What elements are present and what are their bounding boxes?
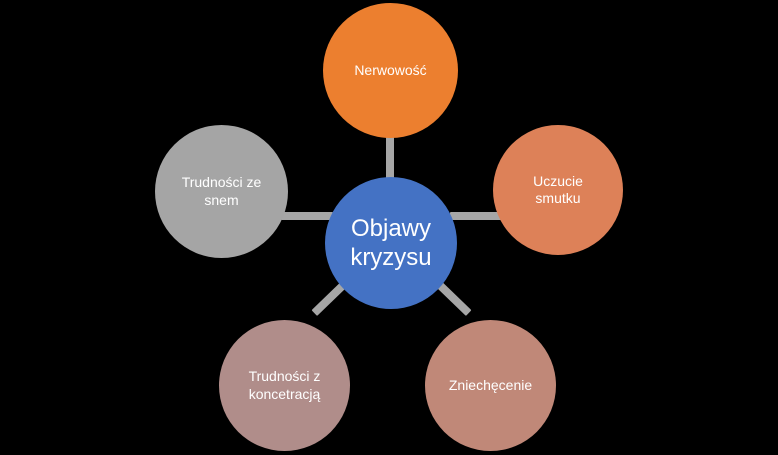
node-trudnosci-ze-snem-label: Trudności ze snem [181,174,262,208]
node-nerwowosc[interactable]: Nerwowość [323,3,458,138]
connector-center-to-trudnosci-ze-snem [281,212,333,220]
node-nerwowosc-label: Nerwowość [354,61,427,78]
node-trudnosci-ze-snem[interactable]: Trudności ze snem [155,125,288,258]
node-trudnosci-z-koncetracja-label: Trudności z koncetracją [248,368,321,402]
node-zniechecenie[interactable]: Zniechęcenie [425,320,556,451]
node-zniechecenie-label: Zniechęcenie [448,376,533,393]
node-objawy-kryzysu-label: Objawy kryzysu [350,214,432,271]
connector-center-to-nerwowosc [386,128,394,186]
node-trudnosci-z-koncetracja[interactable]: Trudności z koncetracją [219,320,350,451]
node-uczucie-smutku[interactable]: Uczucie smutku [493,125,623,255]
connector-center-to-uczucie-smutku [450,212,502,220]
node-objawy-kryzysu[interactable]: Objawy kryzysu [325,177,457,309]
node-uczucie-smutku-label: Uczucie smutku [533,172,583,206]
